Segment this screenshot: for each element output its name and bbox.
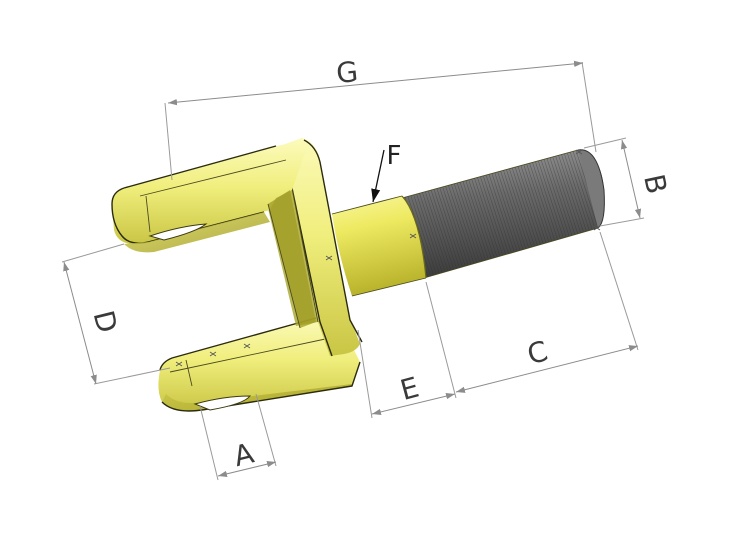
dimension-d: D — [61, 243, 171, 385]
clevis-part — [111, 138, 605, 412]
upper-fork-arm — [111, 142, 306, 253]
dimension-f: F — [371, 141, 402, 203]
label-c: C — [524, 334, 551, 371]
dimension-e: E — [357, 329, 456, 419]
sketch-marks — [175, 149, 601, 367]
label-f: F — [387, 141, 402, 171]
label-e: E — [397, 371, 423, 407]
threaded-rod — [401, 149, 605, 279]
label-b: B — [637, 171, 673, 197]
label-a: A — [230, 436, 257, 473]
label-d: D — [87, 307, 124, 336]
dimension-g: G — [164, 55, 597, 181]
label-g: G — [335, 55, 360, 90]
fork-slot — [267, 190, 316, 329]
lower-fork-arm — [158, 317, 361, 412]
plain-shank — [331, 195, 427, 297]
